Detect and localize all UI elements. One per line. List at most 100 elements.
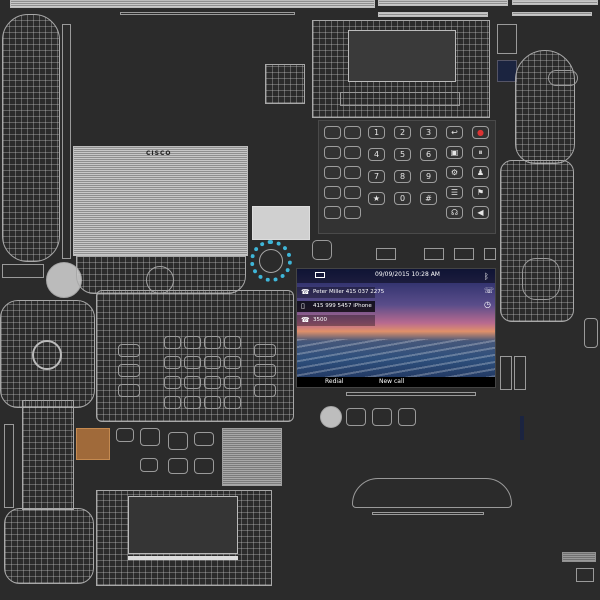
- stand-arch: [352, 478, 512, 508]
- function-key-1[interactable]: ↩: [446, 126, 463, 139]
- call-line-1[interactable]: ☎Peter Miller 415 037 2275: [297, 287, 384, 298]
- call-line-text: Peter Miller 415 037 2275: [313, 289, 385, 295]
- handset-icon: ☎: [301, 316, 310, 324]
- handset-side-strip: [62, 24, 71, 259]
- cradle-speaker: [32, 340, 62, 370]
- keypad-key-5[interactable]: 5: [394, 148, 411, 161]
- top-strip-far-right: [512, 0, 598, 5]
- sky-gradient: [297, 269, 495, 387]
- small-clip: [584, 318, 598, 348]
- handset-icon: ☎: [301, 288, 310, 296]
- key-square-2: [372, 408, 392, 426]
- line-key[interactable]: [324, 186, 341, 199]
- keypad-key-3[interactable]: 3: [420, 126, 437, 139]
- left-bar-bottom: [4, 424, 14, 508]
- base-key: [224, 356, 241, 369]
- ocean-waves: [297, 339, 495, 381]
- line-key[interactable]: [324, 166, 341, 179]
- clock-icon[interactable]: ◷: [484, 300, 491, 309]
- key-square-3: [398, 408, 416, 426]
- bluetooth-icon[interactable]: ᛒ: [484, 272, 489, 281]
- function-key-4[interactable]: ⏸: [472, 146, 489, 159]
- keypad-key-9[interactable]: 9: [420, 170, 437, 183]
- key-square-1: [346, 408, 366, 426]
- base-key: [184, 336, 201, 349]
- softkey-new-call[interactable]: New call: [379, 378, 405, 385]
- base-key: [164, 336, 181, 349]
- navy-strip: [520, 416, 524, 440]
- handset-grip: [548, 70, 578, 86]
- display-bezel-keys: [340, 92, 460, 106]
- function-key-7[interactable]: ☰: [446, 186, 463, 199]
- label-bar: [378, 12, 488, 17]
- function-key-8[interactable]: ⚑: [472, 186, 489, 199]
- handset-earpiece: [522, 258, 560, 300]
- thin-bar-top: [120, 12, 295, 15]
- base-round-center: [146, 266, 174, 294]
- base-side-key: [254, 364, 276, 377]
- keypad-key-hash[interactable]: #: [420, 192, 437, 205]
- line-key[interactable]: [344, 206, 361, 219]
- top-strip-right: [378, 0, 508, 6]
- grey-block: [252, 206, 310, 240]
- base-key: [164, 356, 181, 369]
- small-part-f: [168, 458, 188, 474]
- phone-icon[interactable]: ☏: [484, 286, 495, 295]
- keypad-key-6[interactable]: 6: [420, 148, 437, 161]
- datetime-label: 09/09/2015 10:28 AM: [375, 271, 440, 278]
- function-key-6[interactable]: ♟: [472, 166, 489, 179]
- keypad-key-4[interactable]: 4: [368, 148, 385, 161]
- line-key[interactable]: [324, 146, 341, 159]
- left-strip-1: [2, 264, 44, 278]
- brown-sticker: [76, 428, 110, 460]
- key-row-right-2: [424, 248, 444, 260]
- call-line-2[interactable]: ▯415 999 5457 iPhone: [297, 301, 375, 312]
- phone-screen: 09/09/2015 10:28 AM ☎Peter Miller 415 03…: [296, 268, 496, 388]
- keypad-key-0[interactable]: 0: [394, 192, 411, 205]
- cisco-logo: CISCO: [146, 150, 172, 157]
- key-row-right-3: [454, 248, 474, 260]
- line-key[interactable]: [344, 186, 361, 199]
- keypad-key-7[interactable]: 7: [368, 170, 385, 183]
- function-key-3[interactable]: ▣: [446, 146, 463, 159]
- small-part-g: [194, 458, 214, 474]
- function-key-2[interactable]: ●: [472, 126, 489, 139]
- label-bar-right: [512, 12, 592, 16]
- small-block-top: [497, 24, 517, 54]
- label-corner: [562, 552, 596, 562]
- handset-front-right: [515, 50, 575, 164]
- keypad-key-2[interactable]: 2: [394, 126, 411, 139]
- keypad-key-1[interactable]: 1: [368, 126, 385, 139]
- line-key[interactable]: [344, 166, 361, 179]
- rail-mid: [346, 392, 476, 396]
- softkey-bar: [297, 377, 495, 387]
- call-line-text: 3500: [313, 317, 327, 323]
- small-part-b: [140, 428, 160, 446]
- round-knob: [320, 406, 342, 428]
- base-key: [184, 356, 201, 369]
- bezel-ring: [250, 240, 292, 282]
- base-key: [184, 376, 201, 389]
- function-key-10[interactable]: ◀: [472, 206, 489, 219]
- small-part-a: [116, 428, 134, 442]
- base-side-key: [254, 344, 276, 357]
- handset-back-right: [500, 160, 574, 322]
- function-key-5[interactable]: ⚙: [446, 166, 463, 179]
- line-key[interactable]: [344, 146, 361, 159]
- bezel-ring-inner: [259, 249, 283, 273]
- line-key[interactable]: [324, 126, 341, 139]
- left-round-key: [312, 240, 332, 260]
- base-key: [204, 376, 221, 389]
- base-side-key: [118, 364, 140, 377]
- function-key-9[interactable]: ☊: [446, 206, 463, 219]
- line-key[interactable]: [344, 126, 361, 139]
- base-key: [204, 336, 221, 349]
- keypad-key-star[interactable]: ★: [368, 192, 385, 205]
- line-key[interactable]: [324, 206, 341, 219]
- base-key: [164, 396, 181, 409]
- base-key: [204, 396, 221, 409]
- call-line-3[interactable]: ☎3500: [297, 315, 375, 326]
- keypad-key-8[interactable]: 8: [394, 170, 411, 183]
- softkey-redial[interactable]: Redial: [325, 378, 344, 385]
